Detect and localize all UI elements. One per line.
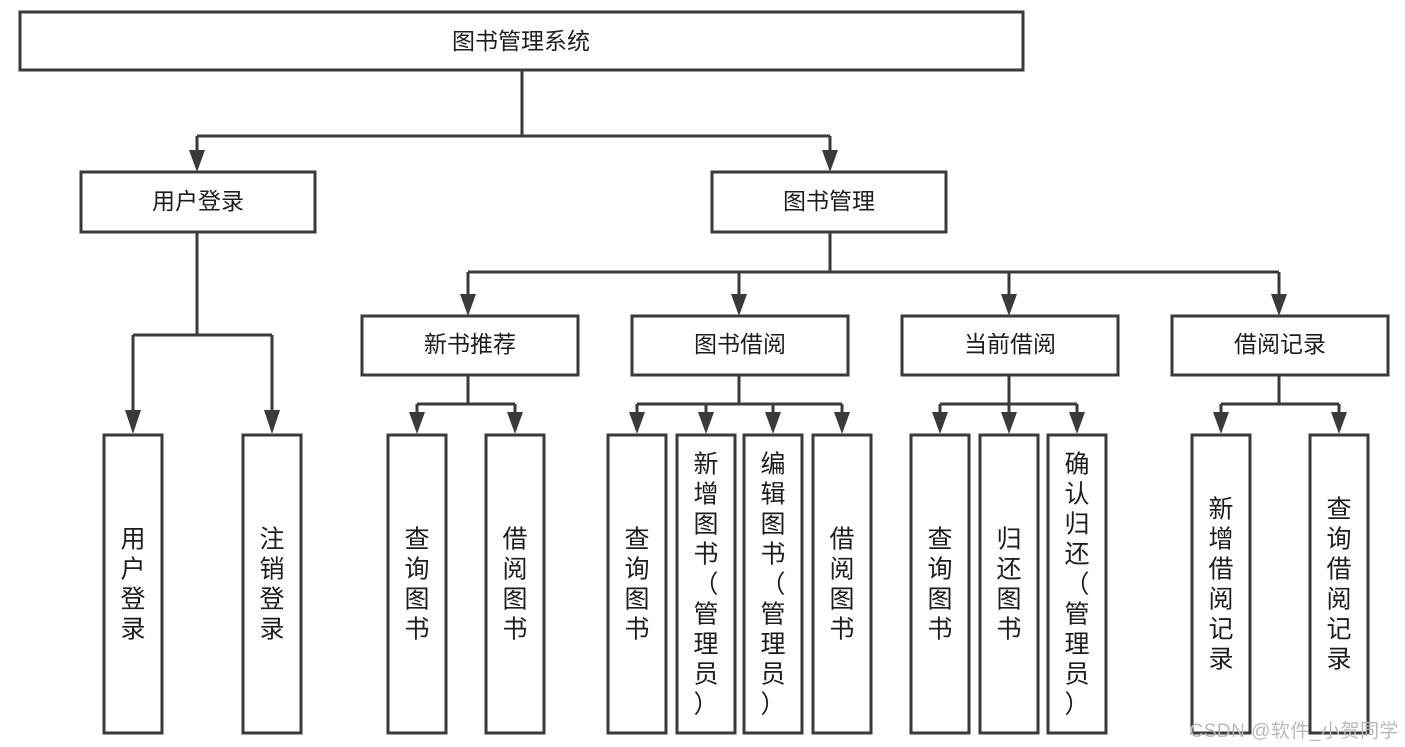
node-leaf-rec-add-label: 新增借阅记录: [1208, 495, 1233, 673]
node-user-login[interactable]: 用户登录: [79, 170, 317, 234]
node-new-book-box[interactable]: [360, 314, 580, 377]
node-leaf-bb-query-box[interactable]: [606, 433, 668, 735]
arrow-nb-borrow: [507, 412, 523, 434]
node-leaf-cb-query-box[interactable]: [909, 433, 971, 735]
arrow-borrow: [731, 294, 747, 316]
node-leaf-user-login-label: 用户登录: [120, 525, 145, 643]
node-leaf-cb-confirm[interactable]: 确认归还（管理员）: [1046, 433, 1108, 735]
node-leaf-logout-label: 注销登录: [259, 525, 284, 643]
node-leaf-bb-query[interactable]: 查询图书: [606, 433, 668, 735]
node-leaf-cb-confirm-label: 确认归还（管理员）: [1064, 450, 1089, 718]
arrow-bb-query: [629, 412, 645, 434]
node-user-login-box[interactable]: [79, 170, 317, 234]
node-root[interactable]: 图书管理系统: [18, 10, 1025, 72]
arrow-newbook: [460, 294, 476, 316]
node-leaf-rec-query[interactable]: 查询借阅记录: [1308, 433, 1370, 735]
node-leaf-nb-query-box[interactable]: [386, 433, 448, 735]
arrow-bb-add: [698, 412, 714, 434]
arrow-bb-borrow: [834, 412, 850, 434]
edge-layer: [125, 70, 1347, 434]
node-leaf-bb-edit[interactable]: 编辑图书（管理员）: [742, 433, 804, 735]
node-leaf-bb-add-box[interactable]: [675, 433, 737, 735]
node-leaf-nb-query[interactable]: 查询图书: [386, 433, 448, 735]
node-book-borrow[interactable]: 图书借阅: [630, 314, 850, 377]
arrow-record: [1271, 294, 1287, 316]
node-current-borrow[interactable]: 当前借阅: [900, 314, 1120, 377]
node-new-book-label: 新书推荐: [424, 331, 516, 357]
arrow-user-login: [189, 150, 205, 172]
arrow-leaf-user-login: [125, 410, 141, 434]
node-current-borrow-box[interactable]: [900, 314, 1120, 377]
node-leaf-cb-query-label: 查询图书: [927, 525, 952, 643]
node-new-book[interactable]: 新书推荐: [360, 314, 580, 377]
node-book-borrow-label: 图书借阅: [694, 331, 786, 357]
node-leaf-cb-query[interactable]: 查询图书: [909, 433, 971, 735]
node-root-box[interactable]: [18, 10, 1025, 72]
node-borrow-record-box[interactable]: [1170, 314, 1390, 377]
arrow-nb-query: [409, 412, 425, 434]
node-leaf-bb-borrow-box[interactable]: [811, 433, 873, 735]
arrow-cb-return: [1001, 412, 1017, 434]
node-leaf-cb-confirm-box[interactable]: [1046, 433, 1108, 735]
arrow-current: [1001, 294, 1017, 316]
arrow-cb-query: [932, 412, 948, 434]
node-leaf-rec-query-label: 查询借阅记录: [1326, 495, 1351, 673]
arrow-rec-add: [1213, 412, 1229, 434]
node-leaf-logout-box[interactable]: [241, 433, 303, 735]
arrow-cb-confirm: [1069, 412, 1085, 434]
node-leaf-rec-add-box[interactable]: [1190, 433, 1252, 735]
node-borrow-record-label: 借阅记录: [1234, 331, 1326, 357]
node-leaf-cb-return-label: 归还图书: [996, 525, 1021, 643]
node-leaf-cb-return[interactable]: 归还图书: [978, 433, 1040, 735]
node-user-login-label: 用户登录: [152, 188, 244, 214]
node-leaf-logout[interactable]: 注销登录: [241, 433, 303, 735]
node-leaf-bb-borrow[interactable]: 借阅图书: [811, 433, 873, 735]
node-borrow-record[interactable]: 借阅记录: [1170, 314, 1390, 377]
node-leaf-user-login[interactable]: 用户登录: [102, 433, 164, 735]
node-book-borrow-box[interactable]: [630, 314, 850, 377]
node-leaf-bb-borrow-label: 借阅图书: [829, 525, 854, 643]
arrow-leaf-logout: [264, 410, 280, 434]
node-leaf-user-login-box[interactable]: [102, 433, 164, 735]
node-leaf-cb-return-box[interactable]: [978, 433, 1040, 735]
node-current-borrow-label: 当前借阅: [964, 331, 1056, 357]
arrow-bb-edit: [765, 412, 781, 434]
arrow-book-manage: [822, 150, 838, 172]
node-leaf-nb-query-label: 查询图书: [404, 525, 429, 643]
node-leaf-rec-add[interactable]: 新增借阅记录: [1190, 433, 1252, 735]
node-leaf-bb-add-label: 新增图书（管理员）: [693, 450, 718, 718]
node-leaf-nb-borrow-label: 借阅图书: [502, 525, 527, 643]
node-book-manage-box[interactable]: [710, 170, 948, 234]
node-leaf-nb-borrow[interactable]: 借阅图书: [484, 433, 546, 735]
node-leaf-bb-add[interactable]: 新增图书（管理员）: [675, 433, 737, 735]
node-leaf-nb-borrow-box[interactable]: [484, 433, 546, 735]
node-leaf-bb-edit-box[interactable]: [742, 433, 804, 735]
node-leaf-rec-query-box[interactable]: [1308, 433, 1370, 735]
node-leaf-bb-edit-label: 编辑图书（管理员）: [760, 450, 785, 718]
node-book-manage-label: 图书管理: [783, 188, 875, 214]
arrow-rec-query: [1331, 412, 1347, 434]
node-leaf-bb-query-label: 查询图书: [624, 525, 649, 643]
node-root-label: 图书管理系统: [452, 28, 590, 54]
node-book-manage[interactable]: 图书管理: [710, 170, 948, 234]
